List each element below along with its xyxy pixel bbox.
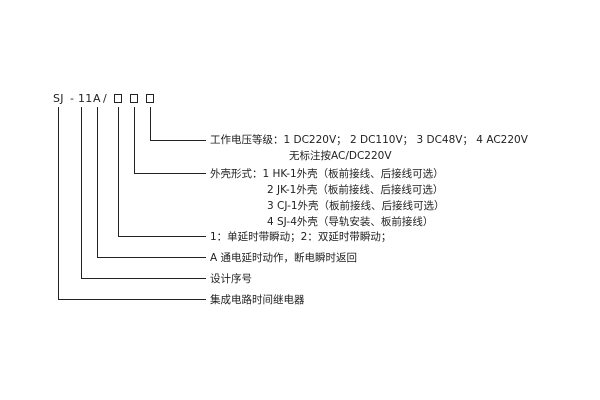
- shape-option-4: 4 SJ-4外壳（导轨安装、板前接线）: [267, 216, 434, 228]
- code-dash: -: [70, 92, 75, 105]
- code-box-shape: [130, 94, 138, 103]
- leader-shape-horizontal: [134, 173, 206, 174]
- voltage-options-label: 工作电压等级：1 DC220V； 2 DC110V； 3 DC48V； 4 AC…: [210, 134, 528, 146]
- leader-delay-vertical: [118, 107, 119, 237]
- delay-type-label: 1：单延时带瞬动；2：双延时带瞬动；: [210, 231, 392, 243]
- leader-mode-horizontal: [97, 257, 206, 258]
- code-box-delay: [114, 94, 122, 103]
- leader-serial-vertical: [81, 107, 82, 279]
- code-number: 11: [78, 92, 93, 105]
- leader-product-horizontal: [58, 299, 206, 300]
- leader-mode-vertical: [97, 107, 98, 258]
- shape-option-1: 外壳形式：1 HK-1外壳（板前接线、后接线可选）: [210, 168, 444, 180]
- code-slash: /: [103, 92, 108, 105]
- mode-label: A 通电延时动作，断电瞬时返回: [210, 252, 358, 264]
- leader-product-vertical: [58, 107, 59, 300]
- shape-option-2: 2 JK-1外壳（板前接线、后接线可选）: [267, 184, 444, 196]
- leader-serial-horizontal: [81, 278, 206, 279]
- code-prefix: SJ: [53, 92, 64, 105]
- code-letter: A: [93, 92, 101, 105]
- leader-delay-horizontal: [118, 236, 206, 237]
- leader-voltage-horizontal: [150, 140, 206, 141]
- leader-shape-vertical: [134, 107, 135, 174]
- leader-voltage-vertical: [150, 107, 151, 141]
- product-name-label: 集成电路时间继电器: [210, 294, 305, 306]
- code-box-voltage: [146, 94, 154, 103]
- voltage-default-note: 无标注按AC/DC220V: [289, 150, 392, 162]
- shape-option-3: 3 CJ-1外壳（板前接线、后接线可选）: [267, 200, 445, 212]
- serial-label: 设计序号: [210, 273, 252, 285]
